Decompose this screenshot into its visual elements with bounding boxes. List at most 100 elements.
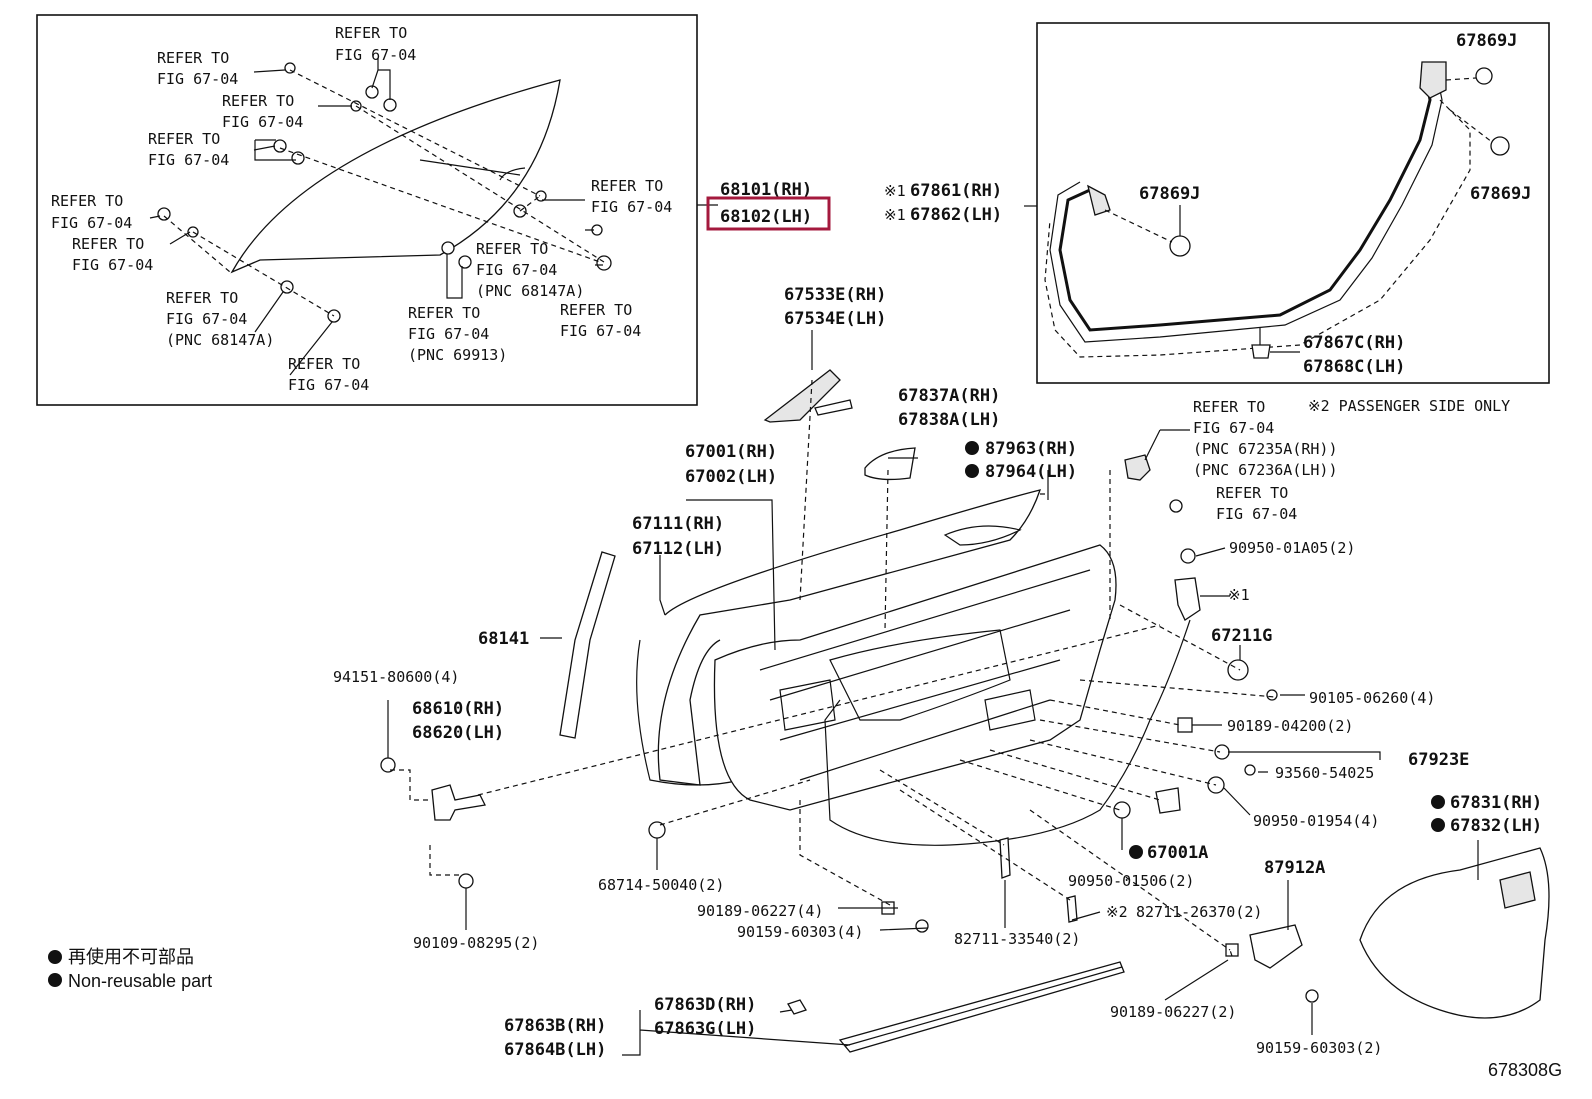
svg-text:67831(RH)67832(LH): 67831(RH) 67832(LH) [1450,793,1542,836]
label-87912A[interactable]: 87912A [1264,858,1325,878]
label-67869J-mid[interactable]: 67869J [1139,184,1200,204]
label-82711-33540[interactable]: 82711-33540(2) [954,930,1080,948]
door-glass [230,79,561,274]
weatherstrip-inset-box [1036,22,1550,384]
label-93560[interactable]: 93560-54025 [1275,764,1374,782]
label-67864B[interactable]: 67864B(LH) [504,1040,606,1060]
label-67838A[interactable]: 67838A(LH) [898,410,1000,430]
label-67863G[interactable]: 67863G(LH) [654,1019,756,1039]
glass-label-lh[interactable]: 68102(LH) [720,207,812,227]
label-82711-26370[interactable]: 82711-26370(2) [1136,903,1262,921]
label-68610[interactable]: 68610(RH) [412,699,504,719]
label-94151[interactable]: 94151-80600(4) [333,668,459,686]
label-90950-01506[interactable]: 90950-01506(2) [1068,872,1194,890]
main-part-labels: 67533E(RH) 67534E(LH) 67837A(RH) 67838A(LH… [333,285,1542,1060]
label-68714[interactable]: 68714-50040(2) [598,876,724,894]
outside-handle [864,447,916,481]
door-trim-pad [1359,847,1550,1019]
door-outer-panel [657,489,1041,786]
svg-text:68610(RH)68620(LH): 68610(RH) 68620(LH) [412,699,504,743]
svg-text:67837A(RH)67838A(LH): 67837A(RH) 67838A(LH) [898,386,1000,430]
label-90109[interactable]: 90109-08295(2) [413,934,539,952]
label-68620[interactable]: 68620(LH) [412,723,504,743]
label-67862[interactable]: 67862(LH) [910,205,1002,225]
svg-text:67861(RH)67862(LH): 67861(RH) 67862(LH) [910,181,1002,225]
passenger-side-note: ※2 PASSENGER SIDE ONLY [1308,397,1510,415]
label-67868C[interactable]: 67868C(LH) [1303,357,1405,377]
label-67832[interactable]: 67832(LH) [1450,816,1542,836]
svg-text:67001(RH)67002(LH): 67001(RH) 67002(LH) [685,442,777,487]
label-90189-04200[interactable]: 90189-04200(2) [1227,717,1353,735]
legend: 再使用不可部品 Non-reusable part [48,947,212,991]
label-90189-2[interactable]: 90189-06227(2) [1110,1003,1236,1021]
label-90105[interactable]: 90105-06260(4) [1309,689,1435,707]
highlight-box [706,196,831,231]
label-90159-4[interactable]: 90159-60303(4) [737,923,863,941]
label-67923E[interactable]: 67923E [1408,750,1469,770]
svg-text:※2: ※2 [1106,903,1128,921]
svg-text:67111(RH)67112(LH): 67111(RH) 67112(LH) [632,514,724,559]
glass-label-rh[interactable]: 68101(RH) [720,180,812,200]
label-67001A[interactable]: 67001A [1147,843,1208,863]
svg-text:87963(RH)87964(LH): 87963(RH) 87964(LH) [985,439,1077,482]
glass-fasteners [157,62,612,323]
label-67112[interactable]: 67112(LH) [632,539,724,559]
label-90159-2[interactable]: 90159-60303(2) [1256,1039,1382,1057]
svg-text:※1: ※1 [884,206,906,224]
svg-text:再使用不可部品: 再使用不可部品 [68,947,194,967]
bracket-87912A [1249,924,1303,969]
svg-text:67533E(RH)67534E(LH): 67533E(RH) 67534E(LH) [784,285,886,329]
label-68141[interactable]: 68141 [478,629,529,649]
label-67111[interactable]: 67111(RH) [632,514,724,534]
label-67837A[interactable]: 67837A(RH) [898,386,1000,406]
doc-number: 678308G [1488,1060,1562,1080]
mirror-cover [763,369,841,423]
svg-text:67867C(RH)67868C(LH): 67867C(RH) 67868C(LH) [1303,333,1405,377]
label-67869J-right[interactable]: 67869J [1470,184,1531,204]
label-67001[interactable]: 67001(RH) [685,442,777,462]
label-67867C[interactable]: 67867C(RH) [1303,333,1405,353]
label-67831[interactable]: 67831(RH) [1450,793,1542,813]
door-check [431,784,486,821]
door-weatherstrip [1058,69,1432,332]
label-87964[interactable]: 87964(LH) [985,462,1077,482]
svg-text:Non-reusable part: Non-reusable part [68,971,212,991]
label-90189-4[interactable]: 90189-06227(4) [697,902,823,920]
weatherstrip-clips [1169,67,1510,359]
glass-inset-box [36,14,698,406]
label-67533E[interactable]: 67533E(RH) [784,285,886,305]
door-lock [1124,454,1151,481]
belt-molding-68141 [559,551,616,739]
label-90950-01954[interactable]: 90950-01954(4) [1253,812,1379,830]
label-87963[interactable]: 87963(RH) [985,439,1077,459]
label-67211G[interactable]: 67211G [1211,626,1272,646]
svg-text:※1: ※1 [884,182,906,200]
label-67002[interactable]: 67002(LH) [685,467,777,487]
label-67534E[interactable]: 67534E(LH) [784,309,886,329]
label-67861[interactable]: 67861(RH) [910,181,1002,201]
label-67863D[interactable]: 67863D(RH) [654,995,756,1015]
svg-text:67863B(RH)67864B(LH): 67863B(RH) 67864B(LH) [504,1016,606,1060]
svg-text:67863D(RH)67863G(LH): 67863D(RH) 67863G(LH) [654,995,756,1039]
svg-text:※1: ※1 [1228,586,1250,604]
label-67869J-top[interactable]: 67869J [1456,31,1517,51]
label-90950-01A05[interactable]: 90950-01A05(2) [1229,539,1355,557]
label-67863B[interactable]: 67863B(RH) [504,1016,606,1036]
door-inner-frame [713,544,1117,811]
